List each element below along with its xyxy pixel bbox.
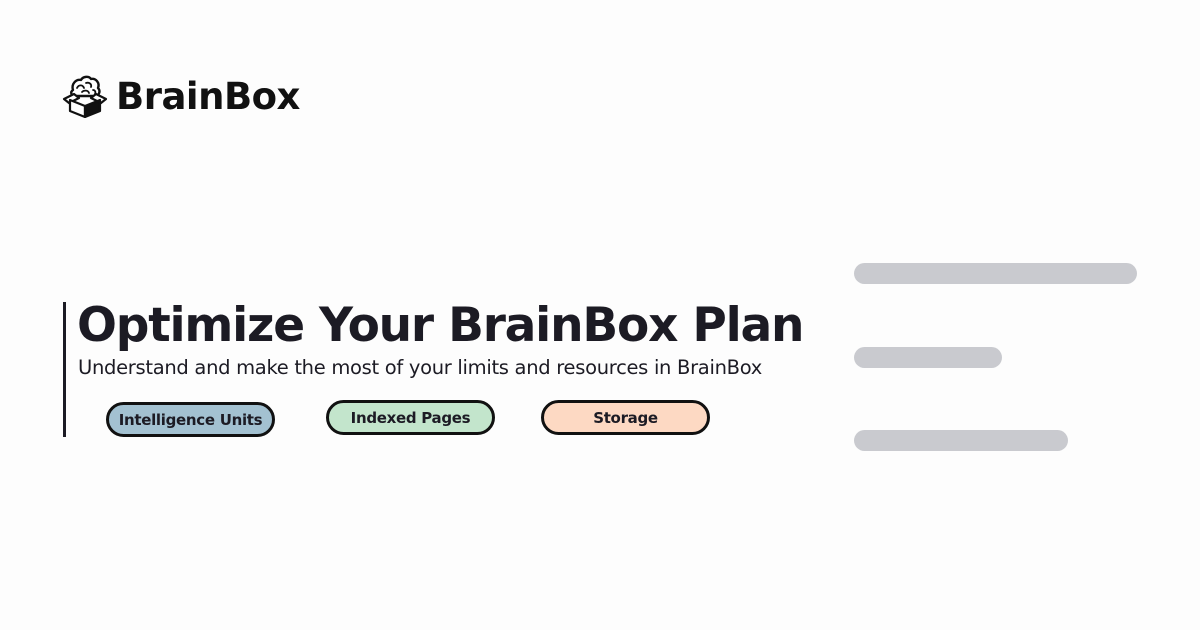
accent-divider <box>63 302 66 437</box>
tag-intelligence-units: Intelligence Units <box>106 402 275 437</box>
tag-label: Indexed Pages <box>350 408 471 427</box>
tag-label: Intelligence Units <box>118 410 263 429</box>
page-title: Optimize Your BrainBox Plan <box>77 298 804 353</box>
brain-in-box-icon <box>62 75 108 118</box>
tag-label: Storage <box>593 408 658 427</box>
tag-indexed-pages: Indexed Pages <box>326 400 495 435</box>
page-subtitle: Understand and make the most of your lim… <box>78 356 762 379</box>
skeleton-line <box>854 263 1137 284</box>
brand-name: BrainBox <box>116 74 300 118</box>
brand-logo: BrainBox <box>62 74 300 118</box>
tag-storage: Storage <box>541 400 710 435</box>
skeleton-line <box>854 430 1068 451</box>
skeleton-line <box>854 347 1002 368</box>
